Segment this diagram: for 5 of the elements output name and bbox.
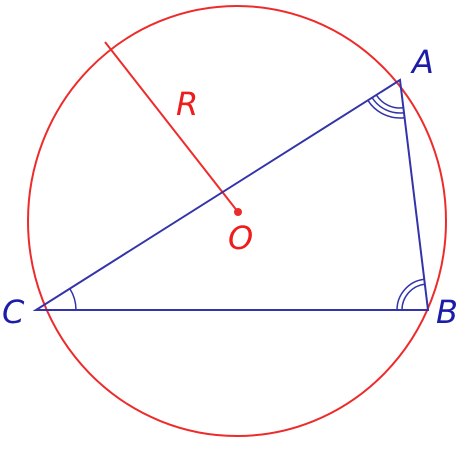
- point-label: O: [228, 222, 254, 254]
- point-label: C: [2, 296, 24, 328]
- point-label: A: [412, 46, 434, 78]
- point-label: R: [176, 88, 198, 120]
- point-label: B: [436, 296, 458, 328]
